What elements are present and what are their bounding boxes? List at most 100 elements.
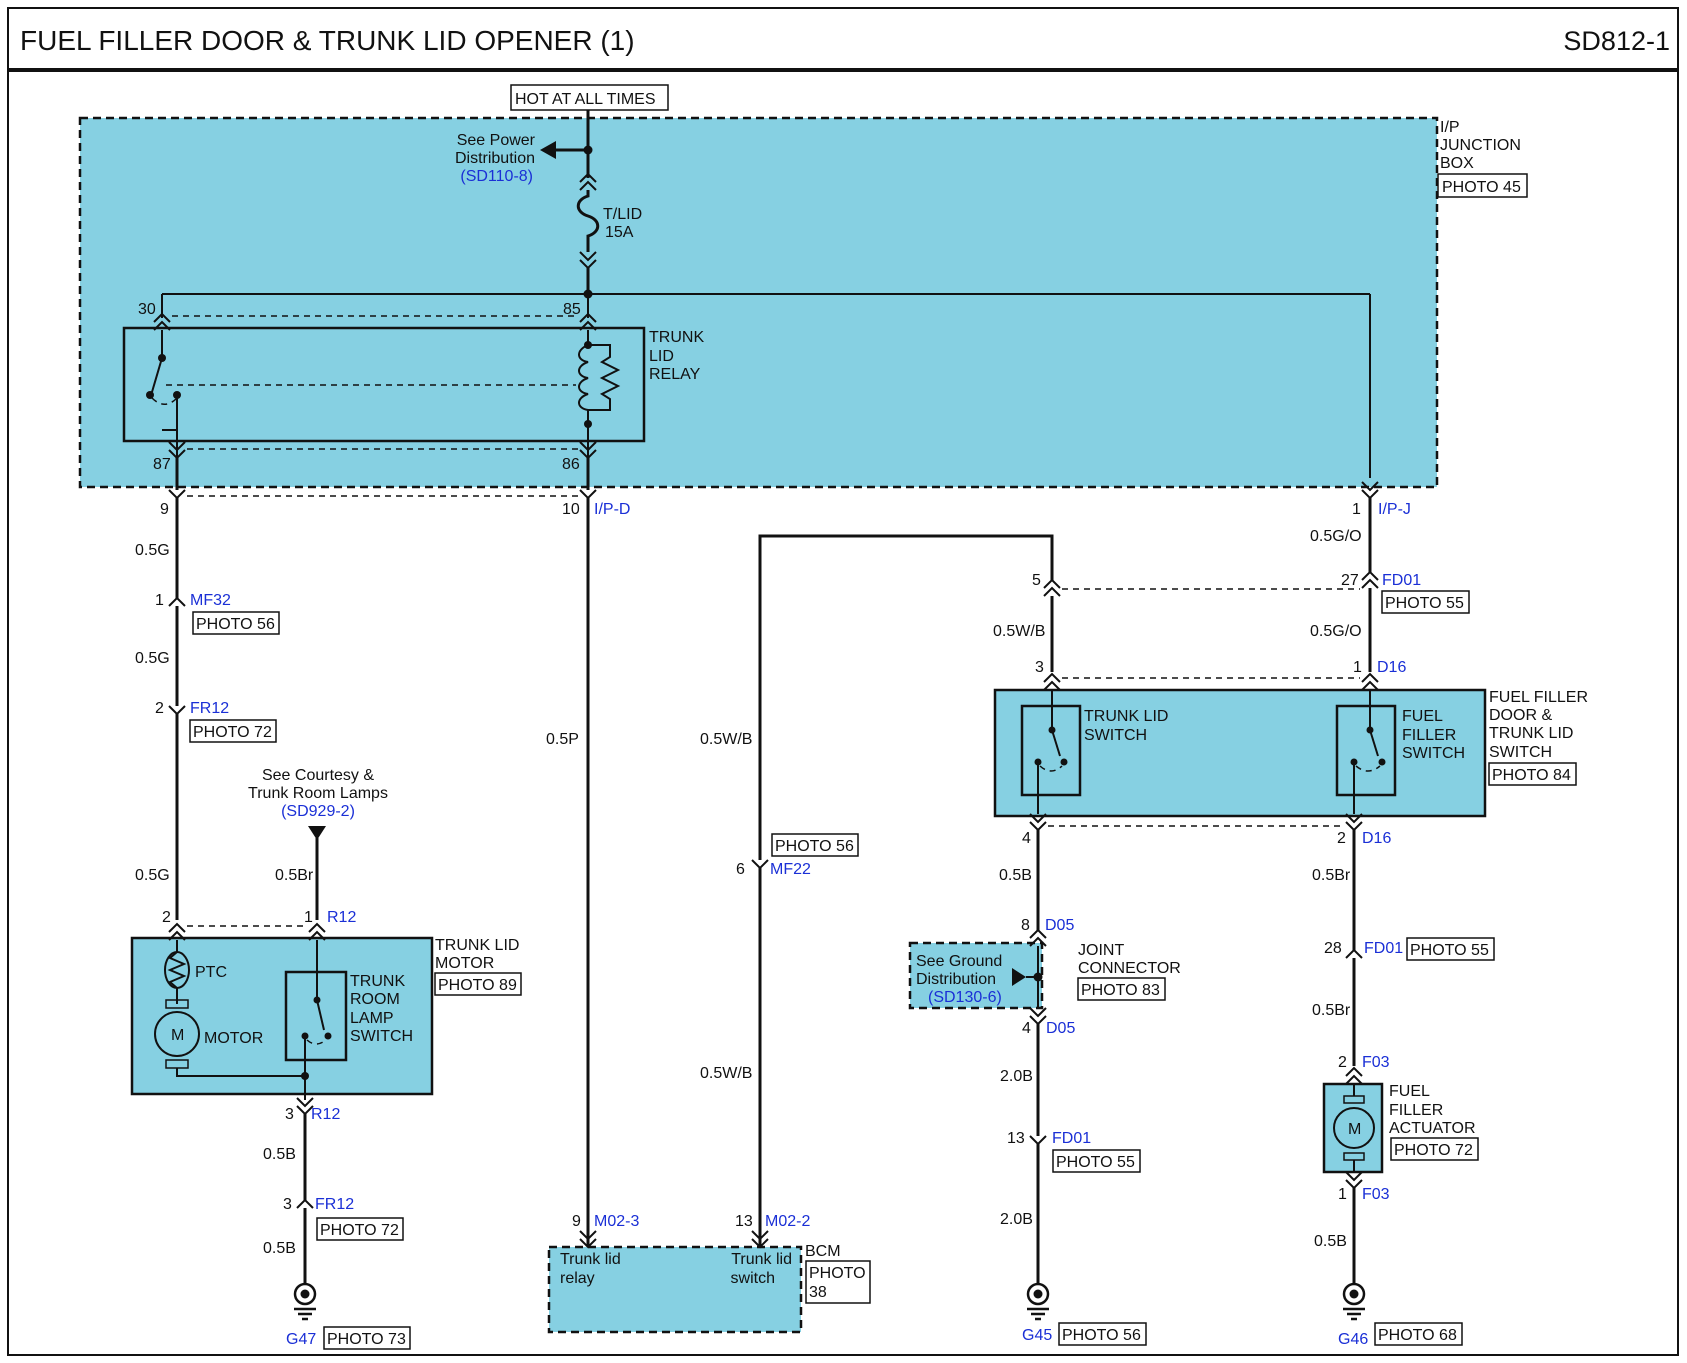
fr12-b-pin: 3 bbox=[283, 1196, 292, 1213]
bcm-switch-label-2: switch bbox=[731, 1270, 775, 1287]
f03-top-name: F03 bbox=[1362, 1054, 1390, 1071]
ff-switch-label-3: SWITCH bbox=[1402, 745, 1465, 762]
lamp-switch-arc bbox=[306, 1039, 327, 1045]
d16-pin4: 4 bbox=[1022, 830, 1031, 847]
wire-b-label-1: 0.5B bbox=[263, 1146, 296, 1163]
mf22-pin: 6 bbox=[736, 861, 745, 878]
fd01-top-photo-box bbox=[1381, 590, 1470, 614]
fd01-right-photo: PHOTO 55 bbox=[1410, 942, 1489, 959]
lamp-switch-contact-right bbox=[324, 1032, 332, 1040]
relay-coil-resistor bbox=[588, 344, 621, 411]
fd01-right-connector bbox=[1345, 948, 1363, 959]
tl-switch-blade bbox=[1051, 729, 1061, 757]
fuse-name: T/LID bbox=[603, 206, 642, 223]
r12-bot-name: R12 bbox=[311, 1106, 340, 1123]
joint-pin8: 8 bbox=[1021, 917, 1030, 934]
ff-switch-label-1: FUEL bbox=[1402, 708, 1443, 725]
ptc-zigzag bbox=[167, 951, 187, 989]
actuator-label-1: FUEL bbox=[1389, 1083, 1430, 1100]
motor-label: MOTOR bbox=[204, 1030, 263, 1047]
bcm-label: BCM bbox=[805, 1243, 841, 1260]
wire-go-label-2: 0.5G/O bbox=[1310, 623, 1362, 640]
fd01-mid-name: FD01 bbox=[1052, 1130, 1091, 1147]
joint-photo-box bbox=[1077, 977, 1166, 1001]
mf32-pin: 1 bbox=[155, 592, 164, 609]
hot-at-all-times-label: HOT AT ALL TIMES bbox=[515, 91, 656, 108]
joint-pin4: 4 bbox=[1022, 1020, 1031, 1037]
d16-pin3: 3 bbox=[1035, 659, 1044, 676]
fuse-rating: 15A bbox=[605, 224, 634, 241]
fd01-mid-photo: PHOTO 55 bbox=[1056, 1154, 1135, 1171]
f03-top-pin: 2 bbox=[1338, 1054, 1347, 1071]
joint-label-2: CONNECTOR bbox=[1078, 960, 1181, 977]
fr12-b-photo: PHOTO 72 bbox=[320, 1222, 399, 1239]
g45-photo: PHOTO 56 bbox=[1062, 1327, 1141, 1344]
see-power-line1: See Power bbox=[457, 132, 536, 149]
tl-switch-arc bbox=[1039, 765, 1063, 772]
r12-top-pin1-connector bbox=[308, 922, 326, 941]
bcm-photo-1: PHOTO bbox=[809, 1265, 866, 1282]
d16-bottom-name: D16 bbox=[1362, 830, 1391, 847]
joint-ref: (SD130-6) bbox=[928, 989, 1002, 1006]
joint-label-1: JOINT bbox=[1078, 942, 1124, 959]
wire-br-label-3: 0.5Br bbox=[1312, 1002, 1351, 1019]
r12-top-name: R12 bbox=[327, 909, 356, 926]
bcm-name13: M02-2 bbox=[765, 1213, 810, 1230]
d16-pin3-connector bbox=[1043, 672, 1061, 691]
fr12-a-photo-box bbox=[189, 719, 277, 743]
fuel-filler-switch bbox=[1335, 704, 1397, 797]
mf32-photo-box bbox=[192, 611, 280, 635]
bcm-switch-label-1: Trunk lid bbox=[731, 1251, 792, 1268]
motor-label-2: MOTOR bbox=[435, 955, 494, 972]
lamp-switch-splice bbox=[301, 1072, 309, 1080]
fd01-top-pin5-connector bbox=[1043, 578, 1061, 597]
bcm-pin13: 13 bbox=[735, 1213, 753, 1230]
ground-g45-name: G45 bbox=[1022, 1327, 1052, 1344]
see-power-line2: Distribution bbox=[455, 150, 535, 167]
wire-b-label-3: 0.5B bbox=[999, 867, 1032, 884]
ipjb-label-1: I/P bbox=[1440, 119, 1460, 136]
trunk-lid-relay bbox=[122, 326, 646, 443]
motor-symbol bbox=[154, 1011, 200, 1057]
relay-pin87: 87 bbox=[153, 456, 171, 473]
switch-assembly-box bbox=[993, 688, 1487, 818]
ff-switch-contact-right bbox=[1378, 758, 1386, 766]
ff-switch-blade bbox=[1369, 729, 1379, 757]
fd01-right-name: FD01 bbox=[1364, 940, 1403, 957]
ground-g46-name: G46 bbox=[1338, 1331, 1368, 1348]
actuator-photo: PHOTO 72 bbox=[1394, 1142, 1473, 1159]
fd01-top-pin27-connector bbox=[1361, 570, 1379, 589]
fd01-right-photo-box bbox=[1406, 937, 1495, 961]
tl-switch-contact-right bbox=[1060, 758, 1068, 766]
fr12-a-pin: 2 bbox=[155, 700, 164, 717]
joint-see-2: Distribution bbox=[916, 971, 996, 988]
switch-assy-photo: PHOTO 84 bbox=[1492, 767, 1571, 784]
joint-bottom-name: D05 bbox=[1046, 1020, 1075, 1037]
wire-p-label: 0.5P bbox=[546, 731, 579, 748]
ground-g47-name: G47 bbox=[286, 1331, 316, 1348]
fd01-top-photo: PHOTO 55 bbox=[1385, 595, 1464, 612]
hot-at-all-times-box bbox=[510, 84, 669, 111]
wire-2b-label-2: 2.0B bbox=[1000, 1211, 1033, 1228]
motor-photo-box bbox=[434, 972, 522, 996]
bcm-photo-box bbox=[805, 1260, 871, 1304]
actuator-motor-symbol bbox=[1333, 1107, 1375, 1149]
mf32-connector bbox=[168, 596, 186, 607]
g45-photo-box bbox=[1058, 1322, 1147, 1346]
fuse-tlid-15a-symbol bbox=[576, 190, 600, 252]
ipd-pin10: 10 bbox=[562, 501, 580, 518]
fd01-top-pin5: 5 bbox=[1032, 572, 1041, 589]
joint-top-connector bbox=[1029, 928, 1047, 947]
ipd-pin9: 9 bbox=[160, 501, 169, 518]
courtesy-ref: (SD929-2) bbox=[281, 803, 355, 820]
g46-photo: PHOTO 68 bbox=[1378, 1327, 1457, 1344]
bcm-pin13-connector bbox=[751, 1230, 769, 1249]
wire-2b-label-1: 2.0B bbox=[1000, 1068, 1033, 1085]
motor-m: M bbox=[171, 1027, 184, 1044]
bcm-relay-label-1: Trunk lid bbox=[560, 1251, 621, 1268]
ipd-name: I/P-D bbox=[594, 501, 630, 518]
ipjb-label-2: JUNCTION bbox=[1440, 137, 1521, 154]
f03-bottom-connector bbox=[1345, 1171, 1363, 1190]
bcm-pin9: 9 bbox=[572, 1213, 581, 1230]
